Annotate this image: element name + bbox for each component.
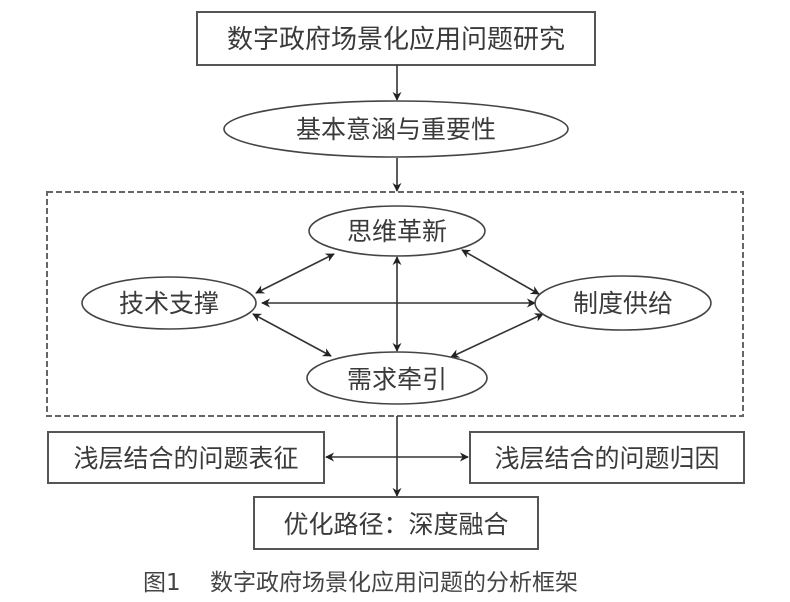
- basic-meaning-ellipse: 基本意涵与重要性: [223, 100, 569, 158]
- core-node-institution-supply: 制度供给: [534, 275, 712, 331]
- core-node-left-label: 技术支撑: [119, 289, 219, 318]
- core-node-demand-driven: 需求牵引: [306, 351, 488, 405]
- core-node-bottom-label: 需求牵引: [347, 365, 447, 394]
- solution-box: 优化路径：深度融合: [253, 496, 539, 550]
- problem-symptom-label: 浅层结合的问题表征: [73, 444, 298, 473]
- edge-tech-demand: [252, 313, 332, 357]
- problem-symptom-box: 浅层结合的问题表征: [47, 431, 325, 484]
- core-node-technology-support: 技术支撑: [81, 276, 257, 330]
- problem-cause-label: 浅层结合的问题归因: [494, 444, 719, 473]
- core-elements-group-border: [46, 191, 744, 417]
- problem-cause-box: 浅层结合的问题归因: [469, 431, 745, 484]
- top-box-label: 数字政府场景化应用问题研究: [227, 25, 565, 55]
- figure-caption: 数字政府场景化应用问题的分析框架: [210, 570, 578, 596]
- solution-label: 优化路径：深度融合: [283, 510, 508, 539]
- edge-institution-demand: [450, 313, 544, 358]
- core-node-top-label: 思维革新: [347, 217, 447, 246]
- edge-thinking-institution: [461, 249, 540, 295]
- core-node-thinking-innovation: 思维革新: [308, 205, 486, 257]
- basic-meaning-label: 基本意涵与重要性: [296, 115, 496, 144]
- figure-number: 图1: [143, 570, 181, 596]
- top-box-research-topic: 数字政府场景化应用问题研究: [196, 11, 596, 66]
- core-node-right-label: 制度供给: [573, 289, 673, 318]
- edge-tech-thinking: [255, 253, 335, 294]
